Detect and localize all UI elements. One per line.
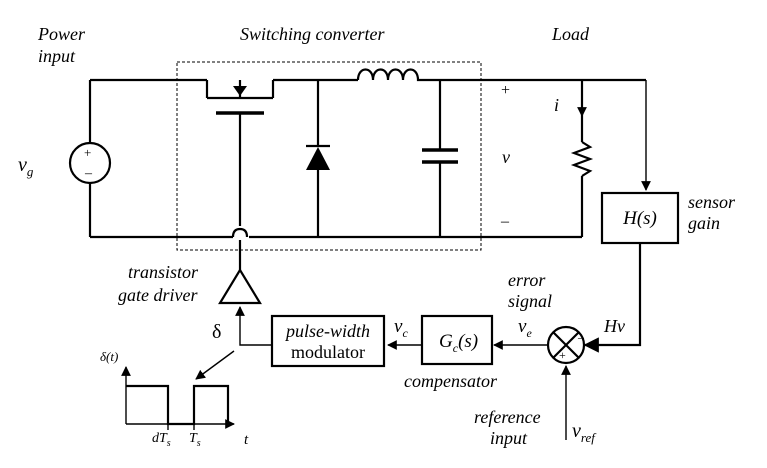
output-voltage-label: v: [502, 147, 510, 167]
capacitor: [422, 80, 458, 237]
output-minus-label: –: [500, 213, 510, 230]
pwm-output-wire: [235, 306, 272, 346]
compensator-label: compensator: [404, 371, 498, 391]
waveform-tick-ts: Ts: [189, 431, 201, 449]
power-input-label-line1: Power: [37, 24, 86, 44]
load-resistor: [570, 80, 594, 237]
waveform-x-label: t: [244, 432, 249, 448]
inductor: [356, 68, 420, 82]
vc-label: vc: [394, 316, 408, 340]
sensor-transfer-label: H(s): [622, 208, 657, 229]
sensor-label-line2: gain: [688, 213, 720, 233]
output-plus-label: +: [501, 82, 510, 99]
power-circuit: [88, 78, 646, 239]
waveform-tick-dts: dTs: [152, 431, 171, 449]
load-current-label: i: [554, 95, 559, 115]
hv-label: Hv: [603, 316, 625, 336]
source-plus-sign: +: [84, 145, 91, 160]
converter-boundary: [176, 61, 482, 251]
pwm-label-line1: pulse-width: [284, 321, 370, 341]
gate-driver-label-line2: gate driver: [118, 285, 198, 305]
summing-minus-sign: –: [577, 330, 585, 344]
error-signal-line2: signal: [508, 291, 552, 311]
source-minus-sign: –: [84, 166, 93, 181]
reference-input-line2: input: [490, 428, 528, 448]
load-title: Load: [551, 24, 590, 44]
compensator-block: [420, 314, 494, 366]
transistor: [205, 80, 275, 270]
switching-converter-title: Switching converter: [240, 24, 385, 44]
gate-driver-label-line1: transistor: [128, 262, 199, 282]
sensor-output-wire: [583, 243, 642, 353]
voltage-source: + –: [68, 141, 112, 185]
vg-label: vg: [18, 154, 34, 179]
summing-junction: – +: [546, 325, 586, 365]
sensor-label-line1: sensor: [688, 192, 736, 212]
pwm-label-line2: modulator: [291, 342, 365, 362]
diode: [306, 80, 330, 237]
ve-label: ve: [518, 316, 532, 340]
reference-input-line1: reference: [474, 407, 541, 427]
duty-cycle-waveform: [121, 366, 235, 430]
pwm-block: [270, 314, 386, 368]
delta-label: δ: [212, 321, 221, 343]
compensator-transfer-label: Gc(s): [439, 331, 478, 355]
summing-plus-sign: +: [559, 348, 566, 362]
waveform-y-label: δ(t): [100, 349, 118, 364]
vref-label: vref: [572, 420, 597, 445]
gate-driver: [218, 267, 262, 305]
error-signal-line1: error: [508, 270, 546, 290]
power-input-label-line2: input: [38, 46, 76, 66]
waveform-pointer: [195, 350, 235, 380]
